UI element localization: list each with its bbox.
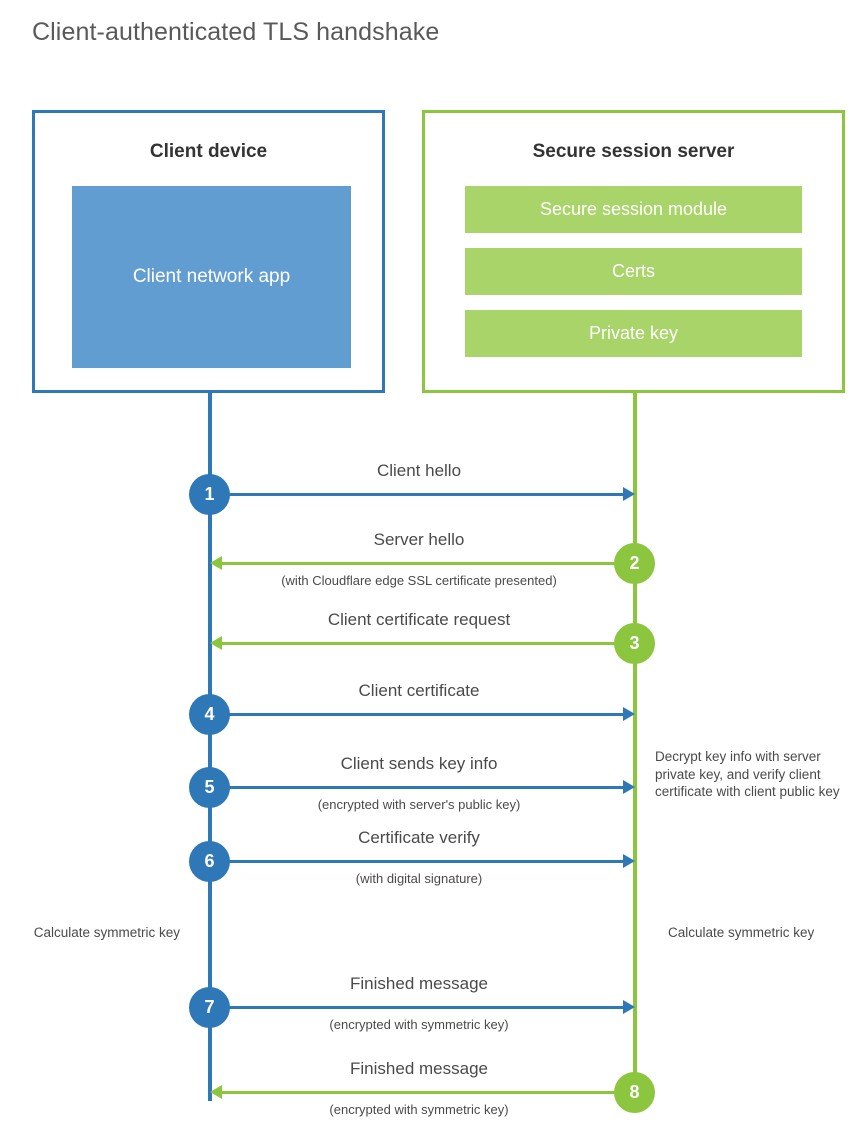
step-number-badge: 2 [614,543,655,584]
step-sublabel: (encrypted with symmetric key) [329,1102,509,1117]
step-label: Certificate verify [358,828,480,847]
step-arrow-line [220,562,630,565]
server-block-private-key: Private key [465,310,802,357]
step-label: Client sends key info [340,754,498,773]
step-number-badge: 6 [189,841,230,882]
step-number-badge: 1 [189,474,230,515]
step-label: Server hello [373,530,465,549]
server-block-secure-session-module: Secure session module [465,186,802,233]
arrow-head-icon [623,780,635,794]
secure-session-server-title: Secure session server [532,141,735,162]
arrow-head-icon [210,1085,222,1099]
step-arrow-line [213,713,625,716]
step-arrow-line [213,860,625,863]
step-arrow-line [220,1091,630,1094]
note-client-calculate-symmetric-key: Calculate symmetric key [33,925,180,940]
server-lifeline [633,393,637,1093]
client-lifeline [208,393,212,1101]
step-sublabel: (encrypted with server's public key) [317,797,521,812]
arrow-head-icon [623,487,635,501]
step-arrow-line [213,1006,625,1009]
step-number-badge: 8 [614,1072,655,1113]
step-arrow-line [213,493,625,496]
arrow-head-icon [210,556,222,570]
note-server-decrypt: Decrypt key info with server private key… [655,749,840,799]
step-label: Client certificate [358,681,480,700]
arrow-head-icon [210,636,222,650]
step-label: Client hello [376,461,462,480]
step-label: Finished message [350,1059,488,1078]
step-label: Finished message [350,974,488,993]
step-number-badge: 4 [189,694,230,735]
server-block-certs: Certs [465,248,802,295]
step-arrow-line [220,642,630,645]
secure-session-server-box: Secure session server Secure session mod… [422,110,845,393]
arrow-head-icon [623,854,635,868]
client-device-box: Client device Client network app [32,110,385,393]
step-number-badge: 5 [189,767,230,808]
step-sublabel: (encrypted with symmetric key) [329,1017,509,1032]
step-arrow-line [213,786,625,789]
step-number-badge: 7 [189,987,230,1028]
step-number-badge: 3 [614,623,655,664]
arrow-head-icon [623,707,635,721]
page-title: Client-authenticated TLS handshake [32,18,440,46]
client-network-app-block: Client network app [72,186,351,368]
step-sublabel: (with Cloudflare edge SSL certificate pr… [281,573,557,588]
step-label: Client certificate request [327,610,511,629]
arrow-head-icon [623,1000,635,1014]
client-device-title: Client device [149,141,268,162]
step-sublabel: (with digital signature) [355,871,483,886]
note-server-calculate-symmetric-key: Calculate symmetric key [668,925,815,940]
